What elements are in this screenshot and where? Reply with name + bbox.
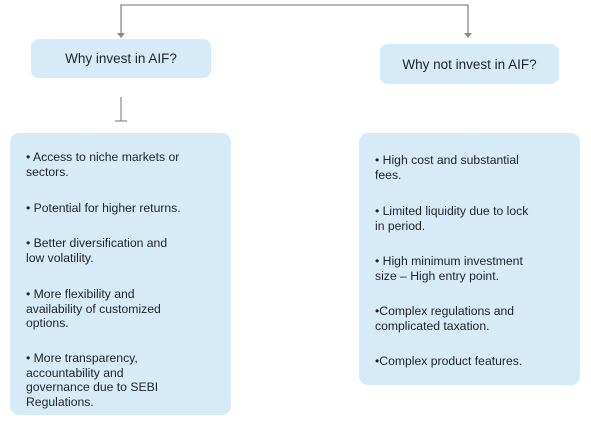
not-invest-reason-item: • High cost and substantial fees. [375,153,519,182]
not-invest-reason-item: • Limited liquidity due to lock in perio… [375,204,529,233]
reasons-to-invest-panel: • Access to niche markets or sectors. • … [10,133,231,415]
reasons-not-to-invest-panel: • High cost and substantial fees. • Limi… [359,133,580,385]
why-invest-title: Why invest in AIF? [65,51,177,66]
arrow-head-right-icon [464,33,472,38]
invest-reason-item: • Access to niche markets or sectors. [26,150,180,179]
arrow-head-left-icon [117,33,125,38]
left-stub-connector [115,97,127,122]
not-invest-reason-item: •Complex regulations and complicated tax… [375,304,515,333]
why-invest-title-box: Why invest in AIF? [31,39,211,78]
why-not-invest-title-box: Why not invest in AIF? [380,44,559,84]
why-not-invest-title: Why not invest in AIF? [402,56,537,72]
invest-reason-item: • Better diversification and low volatil… [26,236,168,265]
not-invest-reason-item: • High minimum investment size – High en… [375,254,523,283]
invest-reason-item: • More transparency, accountability and … [26,351,159,409]
invest-reason-item: • Potential for higher returns. [26,201,181,215]
top-bracket-connector [120,4,469,34]
not-invest-reason-item: •Complex product features. [375,354,523,368]
invest-reason-item: • More flexibility and availability of c… [26,287,161,331]
